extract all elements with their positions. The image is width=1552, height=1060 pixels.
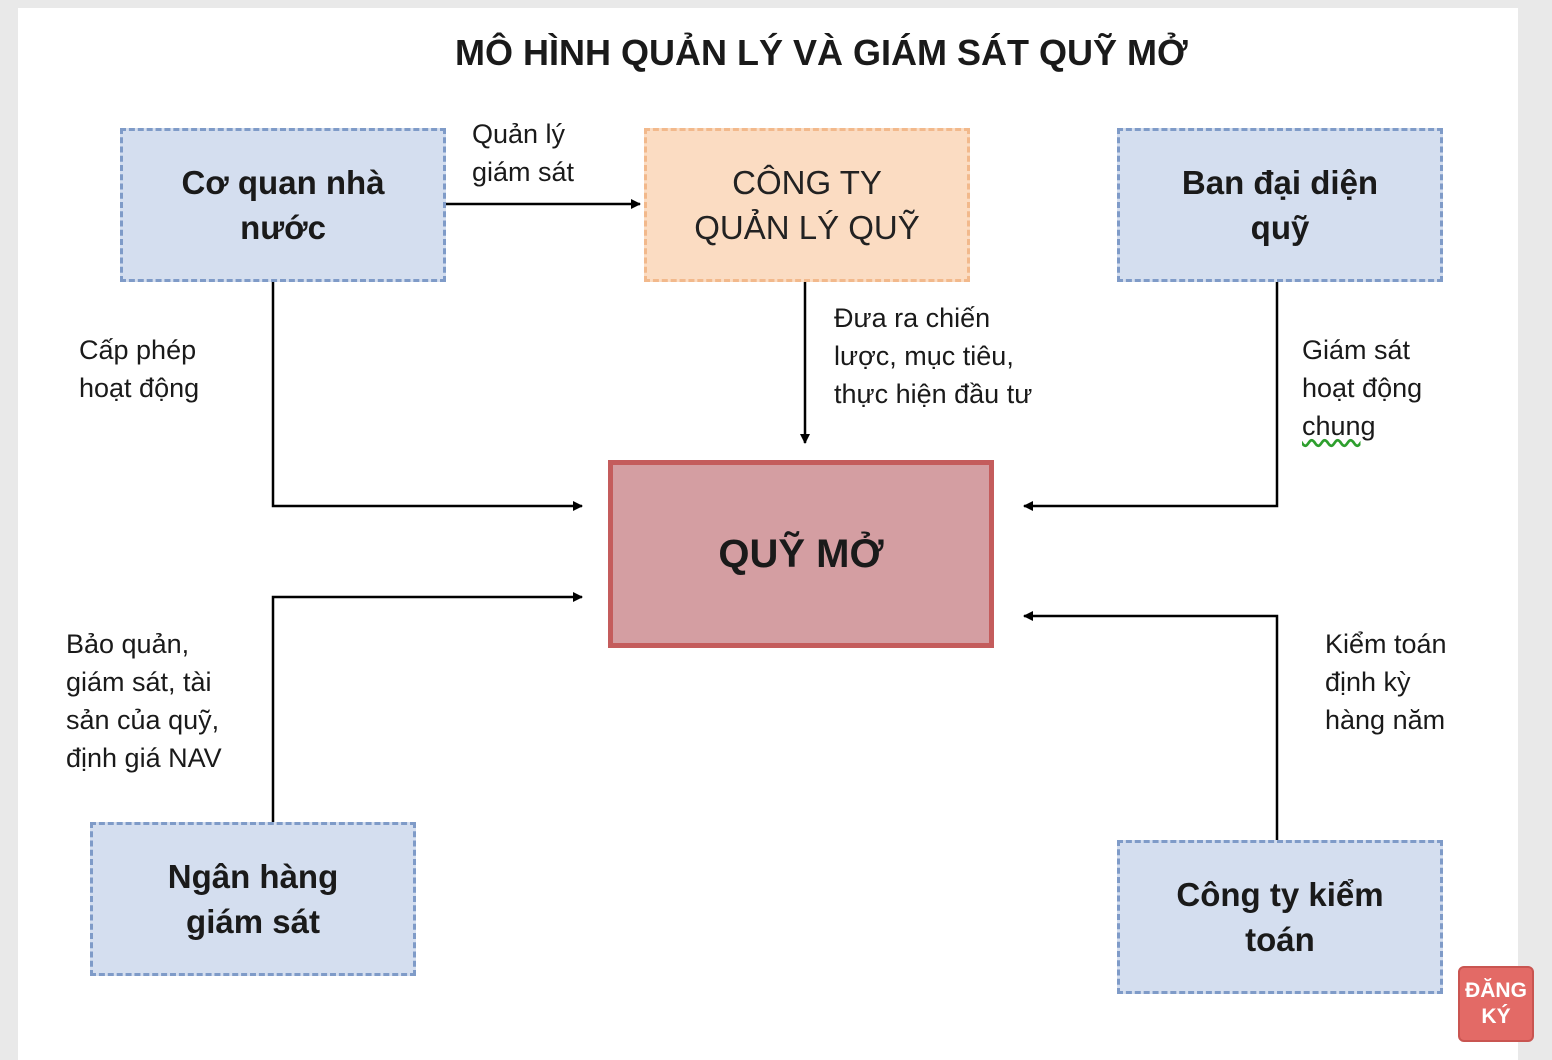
edge-label-line: chung <box>1302 411 1376 441</box>
arrow-board-to-fund <box>1023 282 1279 511</box>
node-label-line: giám sát <box>186 903 320 940</box>
edge-label-line: Bảo quản, <box>66 629 190 659</box>
edge-label-board-fund: Giám sát hoạt động chung <box>1302 331 1422 445</box>
diagram-title: MÔ HÌNH QUẢN LÝ VÀ GIÁM SÁT QUỸ MỞ <box>455 32 1188 73</box>
edge-label-line: giám sát <box>472 157 575 187</box>
edge-label-line: thực hiện đầu tư <box>834 379 1033 409</box>
node-state-agency: Cơ quan nhà nước <box>120 128 446 282</box>
node-label-line: Ban đại diện <box>1181 164 1379 201</box>
edge-label-line: Giám sát <box>1302 335 1411 365</box>
register-button-label: ĐĂNG <box>1465 979 1527 1002</box>
edge-label-state-company: Quản lý giám sát <box>472 115 574 191</box>
node-open-fund: QUỸ MỞ <box>608 460 994 648</box>
node-label-line: Ngân hàng <box>167 858 339 895</box>
register-button[interactable]: ĐĂNG KÝ <box>1458 966 1534 1042</box>
edge-label-line: Quản lý <box>472 119 566 149</box>
edge-label-line: sản của quỹ, <box>66 705 220 735</box>
node-label-line: toán <box>1245 921 1315 958</box>
edge-label-company-fund: Đưa ra chiến lược, mục tiêu, thực hiện đ… <box>834 299 1032 413</box>
node-fund-management-company: CÔNG TY QUẢN LÝ QUỸ <box>644 128 970 282</box>
node-audit-company: Công ty kiểm toán <box>1117 840 1443 994</box>
node-label-line: Công ty kiểm <box>1176 876 1384 913</box>
edge-label-line: giám sát, tài <box>66 667 212 697</box>
edge-label-line: lược, mục tiêu, <box>834 341 1014 371</box>
edge-label-line: hoạt động <box>1302 373 1423 403</box>
node-label-line: QUẢN LÝ QUỸ <box>694 209 920 246</box>
node-supervisory-bank: Ngân hàng giám sát <box>90 822 416 976</box>
edge-label-line: Đưa ra chiến <box>834 303 991 333</box>
edge-label-bank-fund: Bảo quản, giám sát, tài sản của quỹ, địn… <box>66 625 222 777</box>
register-button-label: KÝ <box>1481 1005 1511 1028</box>
edge-label-line: hàng năm <box>1325 705 1446 735</box>
arrow-audit-to-fund <box>1023 611 1279 840</box>
arrow-bank-to-fund <box>271 592 583 822</box>
edge-label-line: hoạt động <box>79 373 200 403</box>
edge-label-state-fund: Cấp phép hoạt động <box>79 331 199 407</box>
node-label-line: QUỸ MỞ <box>718 531 884 576</box>
arrow-state-to-fund <box>271 282 583 511</box>
edge-label-audit-fund: Kiểm toán định kỳ hàng năm <box>1325 625 1447 739</box>
node-label-line: quỹ <box>1250 209 1310 246</box>
node-fund-board: Ban đại diện quỹ <box>1117 128 1443 282</box>
edge-label-line: Kiểm toán <box>1325 629 1447 659</box>
edge-label-line: định kỳ <box>1325 667 1411 697</box>
node-label-line: nước <box>240 209 326 246</box>
node-label-line: CÔNG TY <box>732 164 882 201</box>
node-label-line: Cơ quan nhà <box>181 164 385 201</box>
edge-label-line: Cấp phép <box>79 335 197 365</box>
edge-label-line: định giá NAV <box>66 743 222 773</box>
